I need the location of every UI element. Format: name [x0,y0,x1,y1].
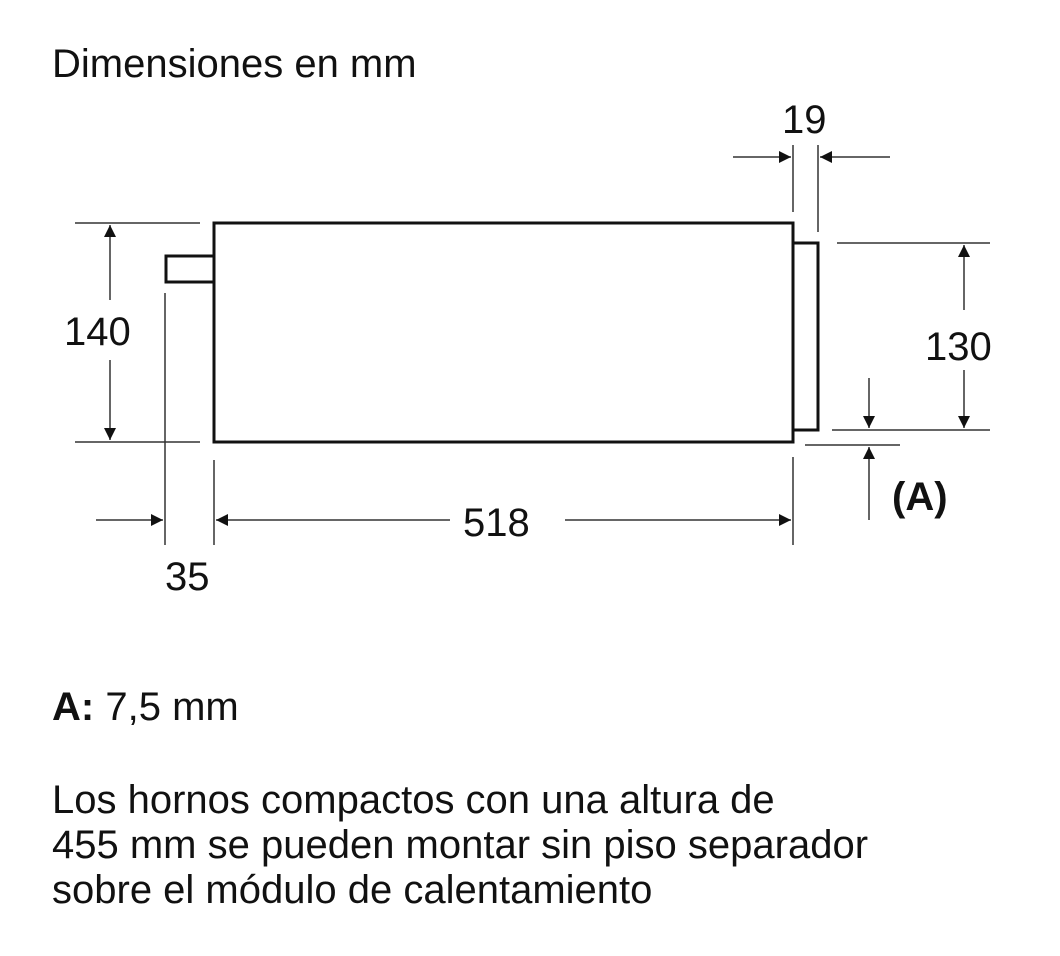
note-a: A: 7,5 mm [52,683,239,731]
dim-height-140: 140 [64,310,131,354]
dim-front-130: 130 [925,325,992,369]
installation-note: Los hornos compactos con una altura de 4… [52,778,1032,913]
note-a-key: A: [52,685,95,729]
installation-note-line: 455 mm se pueden montar sin piso separad… [52,823,869,867]
rear-connector [164,254,216,284]
installation-note-line: sobre el módulo de calentamiento [52,868,653,912]
dim-front-19: 19 [782,98,827,142]
dim-width-518: 518 [463,501,530,545]
front-panel [791,241,820,432]
dim-rear-35: 35 [165,555,210,599]
diagram-title: Dimensiones en mm [52,42,417,86]
note-a-value: 7,5 mm [105,685,239,729]
installation-note-line: Los hornos compactos con una altura de [52,778,775,822]
appliance-body [212,221,795,444]
dim-gap-a: (A) [892,475,948,519]
